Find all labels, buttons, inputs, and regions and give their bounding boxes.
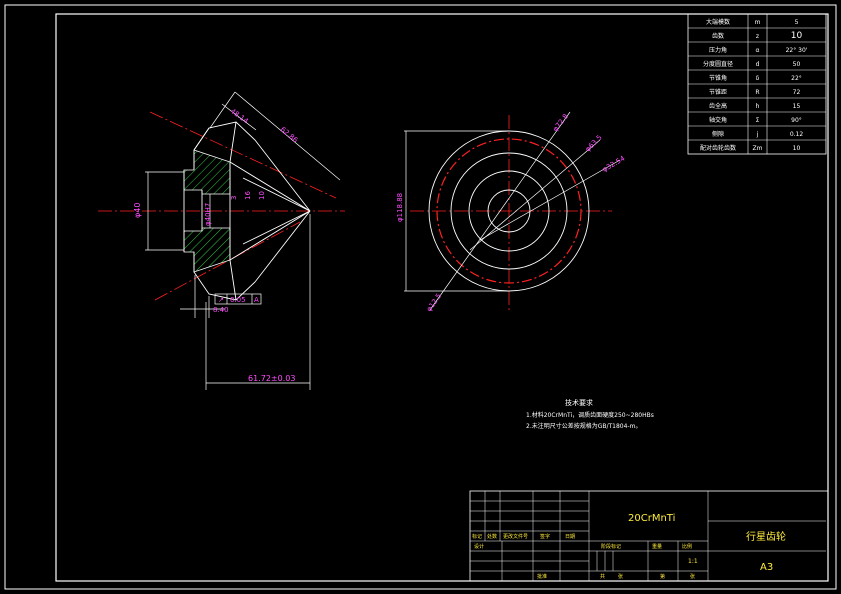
param-name: 轴交角 [709,116,727,124]
hatch-lower [183,227,231,273]
param-symbol: Σ [756,117,760,124]
hatch-upper [183,149,231,195]
tb-scale-value: 1:1 [688,558,698,565]
param-value: 90° [791,117,802,124]
tb-stage: 阶段标记 [601,543,621,550]
notes-line-1: 1.材料20CrMnTi，调质齿面硬度250~280HBs [526,411,654,419]
param-value: 10 [791,31,803,41]
dim-d3: φ32.54 [601,154,627,174]
param-symbol: j [756,131,759,138]
tb-label-design: 设计 [474,543,484,550]
pitch-circle [436,138,582,284]
tb-label-count: 处数 [487,533,497,540]
dim-height: φ118.88 [396,193,404,222]
param-symbol: z [756,33,759,40]
param-name: 分度圆直径 [703,60,733,68]
param-value: 0.12 [790,131,804,138]
param-value: 22° [791,75,802,82]
bore-circle [487,189,531,233]
dim-d1: φ72.8 [551,112,570,133]
tb-sheet-size: A3 [760,562,773,573]
param-name: 大端模数 [706,18,730,26]
tol-datum: A [254,296,259,304]
tb-total-unit: 张 [618,573,623,580]
tb-label-approve: 批准 [537,573,547,580]
tolerance-frame: ↗ 0.05 A [214,293,262,305]
param-symbol: α [756,47,760,54]
param-name: 齿全高 [709,102,727,110]
dim-inner: φ40H7 [204,203,212,226]
param-symbol: Zm [753,145,763,152]
params-table: 大端模数 m 5 齿数 z 10 压力角 α 22° 30' 分度圆直径 d 50 节锥角 δ 22° 节锥距… [687,13,827,155]
param-name: 压力角 [709,46,727,54]
tb-label-date: 日期 [565,534,575,540]
dim-small-1: 3 [230,196,238,200]
tb-scale: 比例 [682,543,692,550]
section-view: φ40 φ40H7 3 16 10 48.14 62.86 ↗ 0.05 A 8… [98,91,345,390]
param-name: 节锥角 [709,74,727,82]
tb-weight: 重量 [652,543,662,550]
outer-border [4,4,837,590]
tb-sheet-unit: 张 [690,573,695,580]
tb-total: 共 [600,573,605,580]
tb-label-sign: 签字 [540,533,550,540]
tb-part-name: 行星齿轮 [746,530,786,543]
svg-text:↗: ↗ [218,296,224,304]
dim-overall: 61.72±0.03 [248,374,295,383]
hub-circle [468,170,550,252]
notes-heading: 技术要求 [565,398,593,407]
tb-label-mark: 标记 [472,533,482,540]
param-value: 50 [793,61,801,68]
dim-small-3: 10 [258,191,266,200]
dim-slant-b: 62.86 [279,125,300,144]
front-view: φ72.8 φ63.5 φ32.54 φ12.5 φ118.88 [396,111,627,313]
title-block: 标记 处数 更改文件号 签字 日期 设计 批准 阶段标记 重量 比例 1:1 共… [469,490,829,582]
tb-sheet: 第 [660,573,665,580]
technical-notes: 技术要求 1.材料20CrMnTi，调质齿面硬度250~280HBs 2.未注明… [526,398,654,430]
param-symbol: d [756,61,760,68]
param-value: 10 [793,145,801,152]
tb-label-change: 更改文件号 [503,533,528,540]
dim-small-2: 16 [244,191,252,200]
dim-d4: φ12.5 [425,292,443,313]
param-value: 22° 30' [786,47,808,54]
param-value: 15 [793,103,801,110]
notes-line-2: 2.未注明尺寸公差按规格为GB/T1804-m。 [526,422,641,430]
param-symbol: h [756,103,760,110]
param-symbol: R [755,89,759,96]
param-name: 配对齿轮齿数 [700,144,736,152]
inner-frame [55,13,829,582]
param-symbol: m [755,19,761,26]
tol-value: 0.05 [230,296,246,304]
dim-width: 8.40 [213,306,229,314]
param-value: 5 [795,19,799,26]
param-value: 72 [793,89,801,96]
tb-material: 20CrMnTi [628,513,675,524]
param-name: 齿数 [712,32,724,40]
root-circle [450,152,568,270]
param-name: 节锥距 [709,88,727,96]
dim-bore: φ40 [133,203,142,218]
dim-d2: φ63.5 [584,133,604,153]
param-name: 侧隙 [712,130,724,138]
param-symbol: δ [756,75,760,82]
